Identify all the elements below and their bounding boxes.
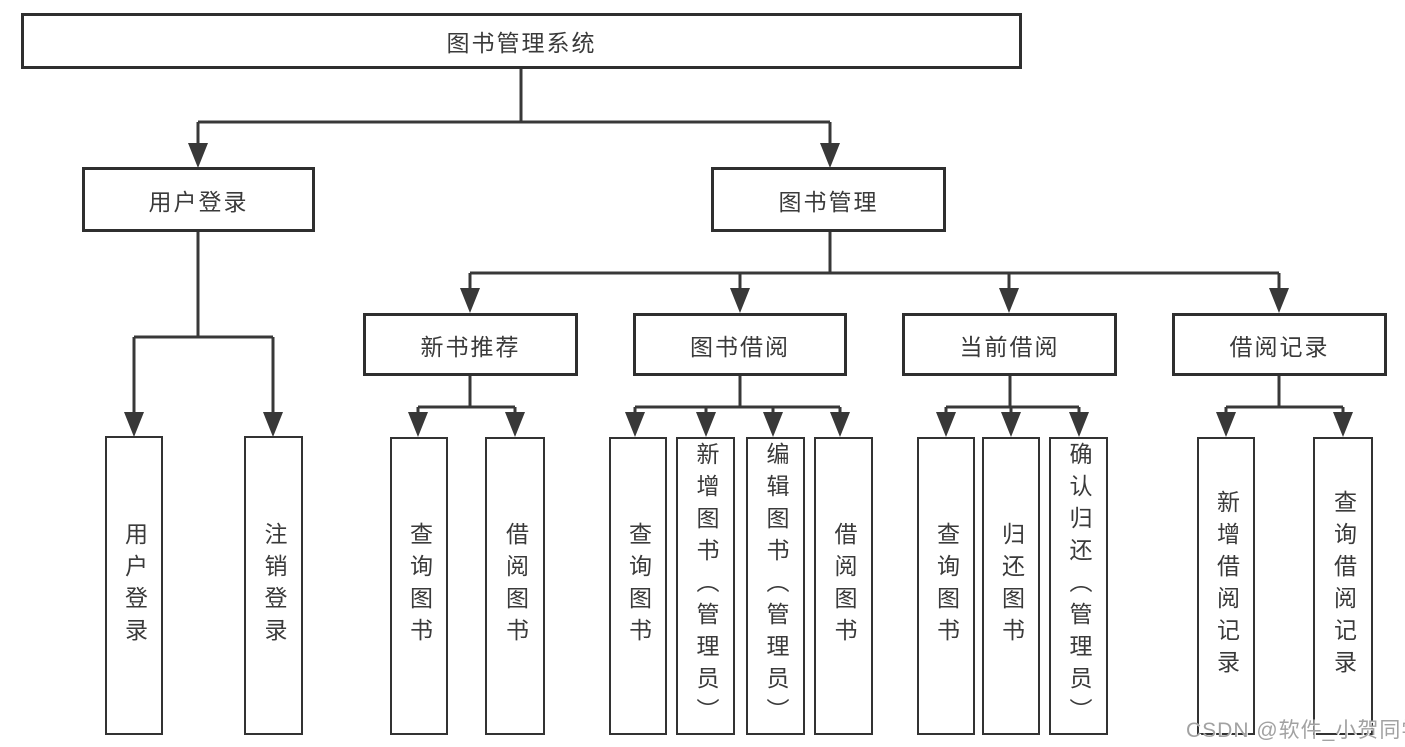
node-label: 借阅图书 [502, 522, 529, 650]
arrowhead [999, 288, 1019, 313]
arrowhead [505, 412, 525, 437]
node-label: 新书推荐 [420, 333, 521, 360]
node-label: 确认归还（管理员） [1066, 442, 1092, 730]
leaf-query-books-borrow: 查询图书 [609, 437, 667, 735]
arrowhead [625, 412, 645, 437]
arrowhead [1069, 412, 1089, 437]
node-label: 图书借阅 [690, 333, 790, 360]
leaf-query-books-recommend: 查询图书 [390, 437, 448, 735]
leaf-return-books: 归还图书 [982, 437, 1040, 735]
connector-book-management-branch [468, 232, 1281, 291]
connector-new-book-branch [416, 376, 517, 416]
node-label: 新增图书（管理员） [693, 442, 719, 730]
leaf-borrow-books-recommend: 借阅图书 [485, 437, 545, 735]
node-label: 编辑图书（管理员） [763, 442, 789, 730]
node-label: 用户登录 [148, 188, 249, 215]
leaf-borrow-books: 借阅图书 [814, 437, 873, 735]
arrowhead [730, 288, 750, 313]
arrowhead [696, 412, 716, 437]
arrowhead [820, 143, 840, 168]
node-label: 查询图书 [933, 522, 960, 650]
node-borrowing-records: 借阅记录 [1172, 313, 1387, 376]
leaf-user-login: 用户登录 [105, 436, 163, 735]
node-label: 借阅记录 [1229, 333, 1330, 360]
node-label: 借阅图书 [831, 522, 857, 650]
node-label: 查询图书 [625, 522, 652, 650]
arrowhead [408, 412, 428, 437]
connector-book-borrow-branch [633, 376, 842, 416]
arrowhead [460, 288, 480, 313]
node-label: 新增借阅记录 [1213, 490, 1240, 682]
node-label: 用户登录 [121, 521, 148, 650]
leaf-add-book-admin: 新增图书（管理员） [676, 437, 735, 735]
node-user-login: 用户登录 [82, 167, 315, 232]
connector-root-to-level2 [196, 69, 832, 146]
leaf-query-borrow-record: 查询借阅记录 [1313, 437, 1373, 735]
node-label: 查询借阅记录 [1330, 490, 1357, 682]
arrowhead [263, 412, 283, 437]
arrowhead [763, 412, 783, 437]
node-book-management: 图书管理 [711, 167, 946, 232]
node-label: 当前借阅 [959, 333, 1060, 360]
node-current-borrowing: 当前借阅 [902, 313, 1117, 376]
node-book-borrowing: 图书借阅 [633, 313, 847, 376]
arrowhead [830, 412, 850, 437]
leaf-confirm-return-admin: 确认归还（管理员） [1049, 437, 1108, 735]
arrowhead [936, 412, 956, 437]
arrowhead [1333, 412, 1353, 437]
node-label: 注销登录 [261, 521, 287, 650]
arrowhead [1216, 412, 1236, 437]
connector-user-login-branch [132, 232, 275, 415]
node-label: 查询图书 [406, 522, 433, 650]
node-label: 图书管理 [778, 188, 879, 215]
leaf-logout: 注销登录 [244, 436, 303, 735]
node-label: 归还图书 [998, 522, 1025, 650]
connector-borrow-records-branch [1224, 376, 1345, 416]
leaf-query-books-current: 查询图书 [917, 437, 975, 735]
arrowhead [1269, 288, 1289, 313]
arrowhead [124, 412, 144, 437]
node-new-book-recommend: 新书推荐 [363, 313, 578, 376]
leaf-edit-book-admin: 编辑图书（管理员） [746, 437, 805, 735]
connector-current-borrow-branch [944, 376, 1081, 416]
node-label: 图书管理系统 [446, 30, 597, 56]
arrowhead [1001, 412, 1021, 437]
arrowhead [188, 143, 208, 168]
csdn-watermark: CSDN @软件_小贺同学 [1186, 719, 1405, 742]
node-root: 图书管理系统 [21, 13, 1022, 69]
leaf-add-borrow-record: 新增借阅记录 [1197, 437, 1255, 735]
